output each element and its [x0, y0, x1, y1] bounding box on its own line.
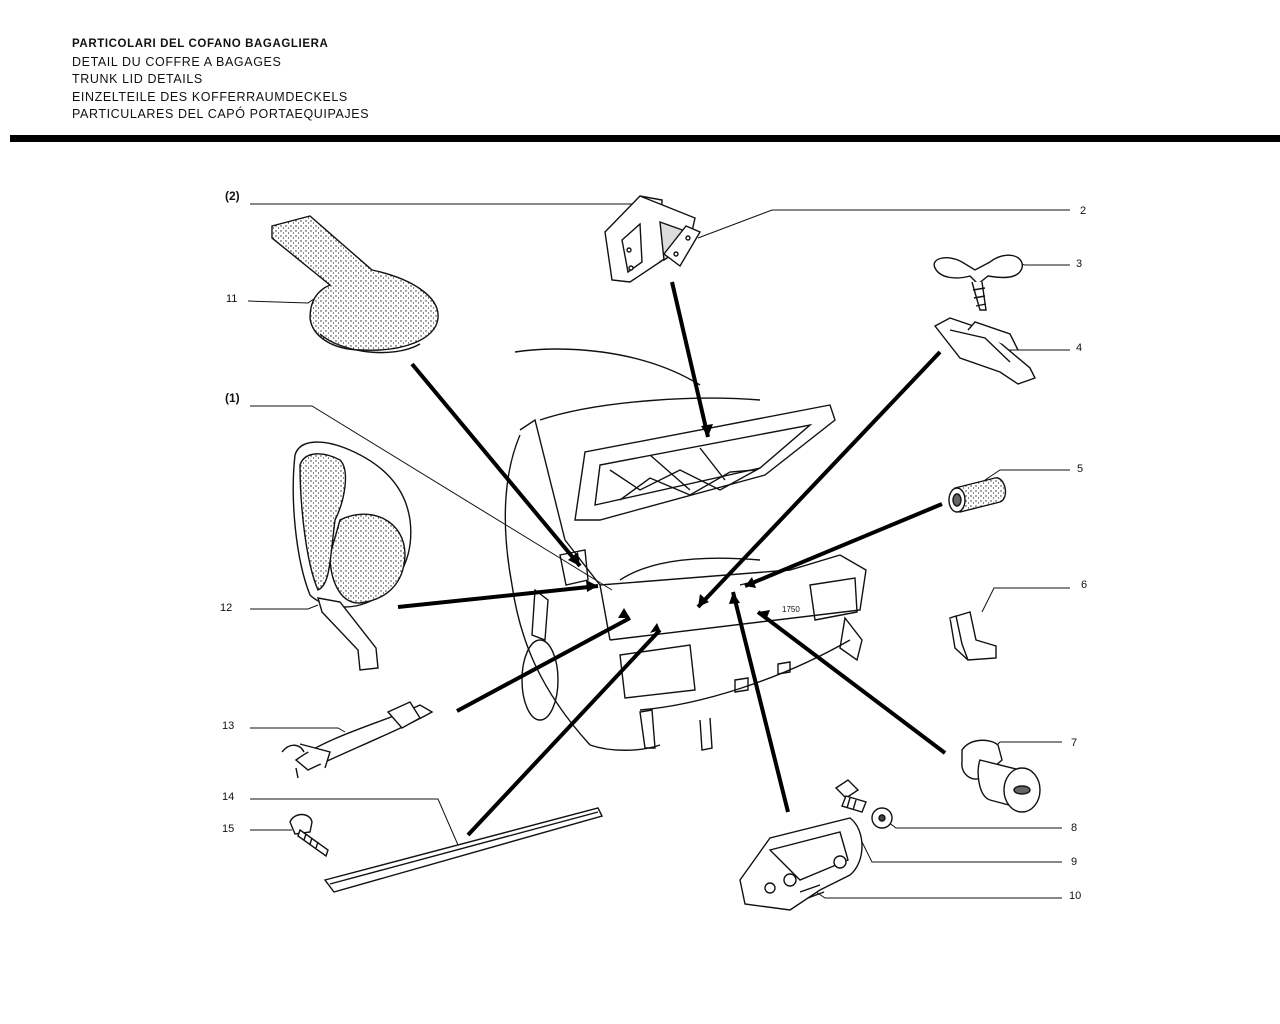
label-13: 13: [222, 720, 235, 732]
label-7: 7: [1071, 737, 1078, 749]
arrowheads: [568, 424, 770, 633]
screw-part: [289, 813, 329, 858]
label-10: 10: [1069, 890, 1082, 902]
label-8: 8: [1071, 822, 1078, 834]
label-3: 3: [1076, 258, 1083, 270]
bracket-part: [933, 317, 1036, 385]
title-italian: PARTICOLARI DEL COFANO BAGAGLIERA: [72, 38, 329, 50]
label-2: 2: [1080, 205, 1087, 217]
car-emblem-text: 1750: [782, 605, 800, 614]
wing-nut-part: [933, 254, 1023, 311]
page-title-block: PARTICOLARI DEL COFANO BAGAGLIERA DETAIL…: [72, 36, 369, 124]
label-12: 12: [220, 602, 233, 614]
label-9: 9: [1071, 856, 1078, 868]
label-5: 5: [1077, 463, 1084, 475]
spring-strap-part: [281, 701, 434, 779]
hinge-pad-part: [663, 225, 702, 268]
trunk-lid: [574, 404, 836, 521]
label-2-paren: (2): [225, 189, 240, 203]
label-11: 11: [226, 293, 238, 305]
spare-wheel-cover-part: [292, 441, 412, 671]
part-arrows: [397, 281, 947, 837]
rubber-buffer-part: [948, 477, 1007, 513]
label-15: 15: [222, 823, 235, 835]
title-spanish: PARTICULARES DEL CAPÓ PORTAEQUIPAJES: [72, 107, 370, 121]
header-divider: [10, 135, 1280, 142]
weatherstrip-part: [323, 807, 604, 893]
label-14: 14: [222, 791, 235, 803]
label-4: 4: [1076, 342, 1083, 354]
lock-cylinder-part: [961, 739, 1041, 813]
washer-part: [871, 807, 893, 829]
title-english: TRUNK LID DETAILS: [72, 72, 203, 86]
title-french: DETAIL DU COFFRE A BAGAGES: [72, 54, 282, 69]
trunk-mat-part: [271, 215, 439, 354]
car-rear-body: [504, 348, 867, 751]
label-1-paren: (1): [225, 391, 240, 405]
bolt-part: [834, 779, 867, 813]
clip-part: [949, 611, 997, 661]
trunk-latch-part: [739, 817, 863, 911]
title-german: EINZELTEILE DES KOFFERRAUMDECKELS: [72, 89, 348, 104]
label-6: 6: [1081, 579, 1088, 591]
